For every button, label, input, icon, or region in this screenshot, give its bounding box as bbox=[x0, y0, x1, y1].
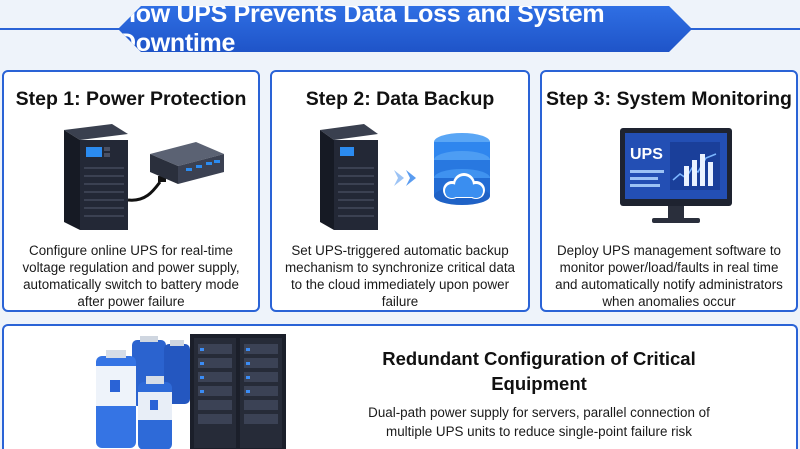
ups-power-strip-illustration bbox=[64, 124, 224, 230]
redundancy-title: Redundant Configuration of Critical Equi… bbox=[382, 348, 696, 394]
step-description: Deploy UPS management software to monito… bbox=[555, 243, 783, 309]
server-rack-icon bbox=[190, 334, 286, 449]
ups-tower-icon bbox=[64, 124, 128, 230]
step-title: Step 3: System Monitoring bbox=[546, 88, 792, 110]
step-description: Set UPS-triggered automatic backup mecha… bbox=[285, 243, 515, 309]
power-strip-icon bbox=[150, 142, 224, 184]
step-title: Step 1: Power Protection bbox=[15, 88, 247, 110]
title-line-right bbox=[688, 28, 800, 30]
step-card-system-monitoring: Step 3: System Monitoring UPS Deploy UPS… bbox=[540, 70, 798, 312]
step-title: Step 2: Data Backup bbox=[305, 88, 495, 110]
battery-pack-icon bbox=[96, 336, 190, 449]
arrow-chevrons-icon bbox=[394, 170, 416, 186]
redundancy-card: Redundant Configuration of Critical Equi… bbox=[2, 324, 798, 449]
step-card-data-backup: Step 2: Data Backup bbox=[270, 70, 530, 312]
monitor-screen-label: UPS bbox=[630, 146, 663, 163]
page-title: How UPS Prevents Data Loss and System Do… bbox=[118, 6, 692, 52]
monitor-dashboard-icon: UPS bbox=[620, 128, 732, 228]
step-card-power-protection: Step 1: Power Protection bbox=[2, 70, 260, 312]
ups-tower-icon bbox=[320, 124, 378, 230]
title-line-left bbox=[0, 28, 122, 30]
cloud-database-icon bbox=[434, 133, 490, 205]
step-description: Configure online UPS for real-time volta… bbox=[22, 243, 240, 309]
backup-illustration bbox=[320, 124, 490, 230]
redundancy-description: Dual-path power supply for servers, para… bbox=[368, 405, 710, 439]
